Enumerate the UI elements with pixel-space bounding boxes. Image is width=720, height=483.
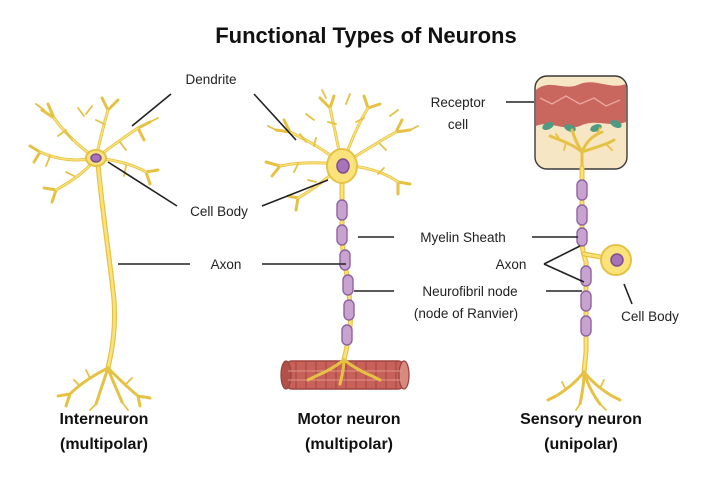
caption-sensory-neuron-type: (unipolar) <box>544 436 618 453</box>
interneuron-dendrites <box>28 96 160 204</box>
receptor-cell <box>534 75 628 170</box>
sensory-neuron-nucleus <box>610 253 624 267</box>
label-cell-body-right: Cell Body <box>621 309 679 324</box>
diagram-title: Functional Types of Neurons <box>215 23 517 48</box>
sensory-neuron-myelin-sheath <box>576 179 592 337</box>
motor-neuron-axon-terminals <box>306 358 382 386</box>
interneuron <box>28 96 160 411</box>
leader-lines <box>107 93 633 305</box>
interneuron-axon-terminals <box>56 366 152 411</box>
sensory-neuron-axon-terminals <box>546 370 622 411</box>
label-node-line1: Neurofibril node <box>422 284 517 299</box>
label-cell-body-left: Cell Body <box>190 204 248 219</box>
label-receptor-line1: Receptor <box>431 95 486 110</box>
caption-motor-neuron-type: (multipolar) <box>305 436 393 453</box>
label-receptor-line2: cell <box>448 117 468 132</box>
caption-interneuron-type: (multipolar) <box>60 436 148 453</box>
motor-neuron-dendrites <box>264 89 419 212</box>
motor-neuron-myelin-sheath <box>336 199 355 346</box>
interneuron-nucleus <box>90 153 102 163</box>
motor-neuron-nucleus <box>336 158 350 174</box>
motor-neuron <box>264 89 419 390</box>
label-node-line2: (node of Ranvier) <box>414 306 518 321</box>
label-myelin-sheath: Myelin Sheath <box>420 230 506 245</box>
caption-motor-neuron-name: Motor neuron <box>297 411 400 428</box>
label-axon-left: Axon <box>211 257 242 272</box>
caption-interneuron-name: Interneuron <box>60 411 149 428</box>
label-axon-right: Axon <box>496 257 527 272</box>
caption-sensory-neuron-name: Sensory neuron <box>520 411 642 428</box>
sensory-neuron <box>534 75 632 411</box>
label-dendrite: Dendrite <box>185 72 236 87</box>
